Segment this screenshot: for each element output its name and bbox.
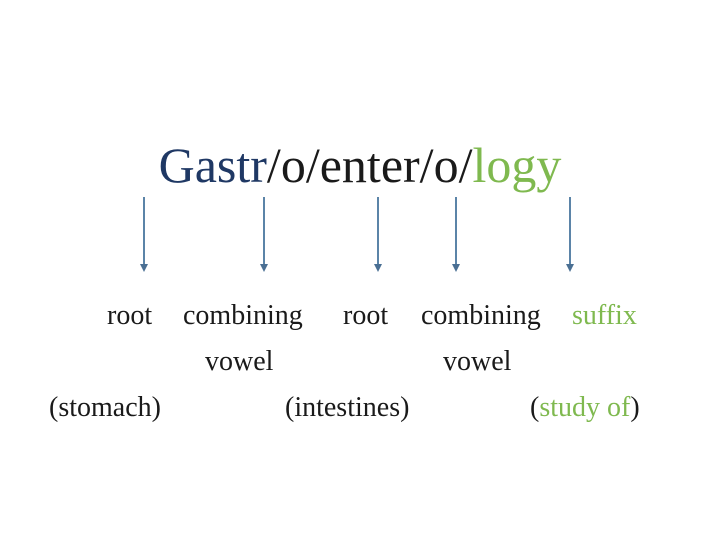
term-suffix-logy: logy bbox=[472, 137, 562, 193]
label-vowel-2: vowel bbox=[443, 346, 512, 377]
label-combining-1: combining bbox=[183, 300, 303, 331]
term-root-enter: enter bbox=[319, 137, 420, 193]
term-root-gastr: Gastr bbox=[158, 137, 267, 193]
term-combining-vowel-1: o bbox=[280, 137, 306, 193]
medical-term: Gastr/o/enter/o/logy bbox=[0, 133, 720, 197]
label-root-2: root bbox=[343, 300, 389, 331]
term-combining-vowel-2: o bbox=[433, 137, 459, 193]
study-open-paren: ( bbox=[530, 392, 540, 423]
study-close-paren: ) bbox=[630, 392, 640, 423]
label-intestines: (intestines) bbox=[285, 392, 410, 423]
arrow-root-2 bbox=[374, 197, 382, 272]
arrow-combining-vowel-1 bbox=[260, 197, 268, 272]
label-combining-2: combining bbox=[421, 300, 541, 331]
arrow-suffix bbox=[566, 197, 574, 272]
label-root-1: root bbox=[107, 300, 153, 331]
label-stomach: (stomach) bbox=[49, 392, 161, 423]
term-slash-4: / bbox=[458, 137, 473, 193]
term-slash-2: / bbox=[305, 137, 320, 193]
label-suffix: suffix bbox=[572, 300, 637, 331]
label-study-of: (study of) bbox=[530, 391, 640, 425]
term-slash-3: / bbox=[419, 137, 434, 193]
arrow-combining-vowel-2 bbox=[452, 197, 460, 272]
arrow-root-1 bbox=[140, 197, 148, 272]
term-slash-1: / bbox=[266, 137, 281, 193]
label-vowel-1: vowel bbox=[205, 346, 274, 377]
study-of-text: study of bbox=[539, 392, 631, 423]
